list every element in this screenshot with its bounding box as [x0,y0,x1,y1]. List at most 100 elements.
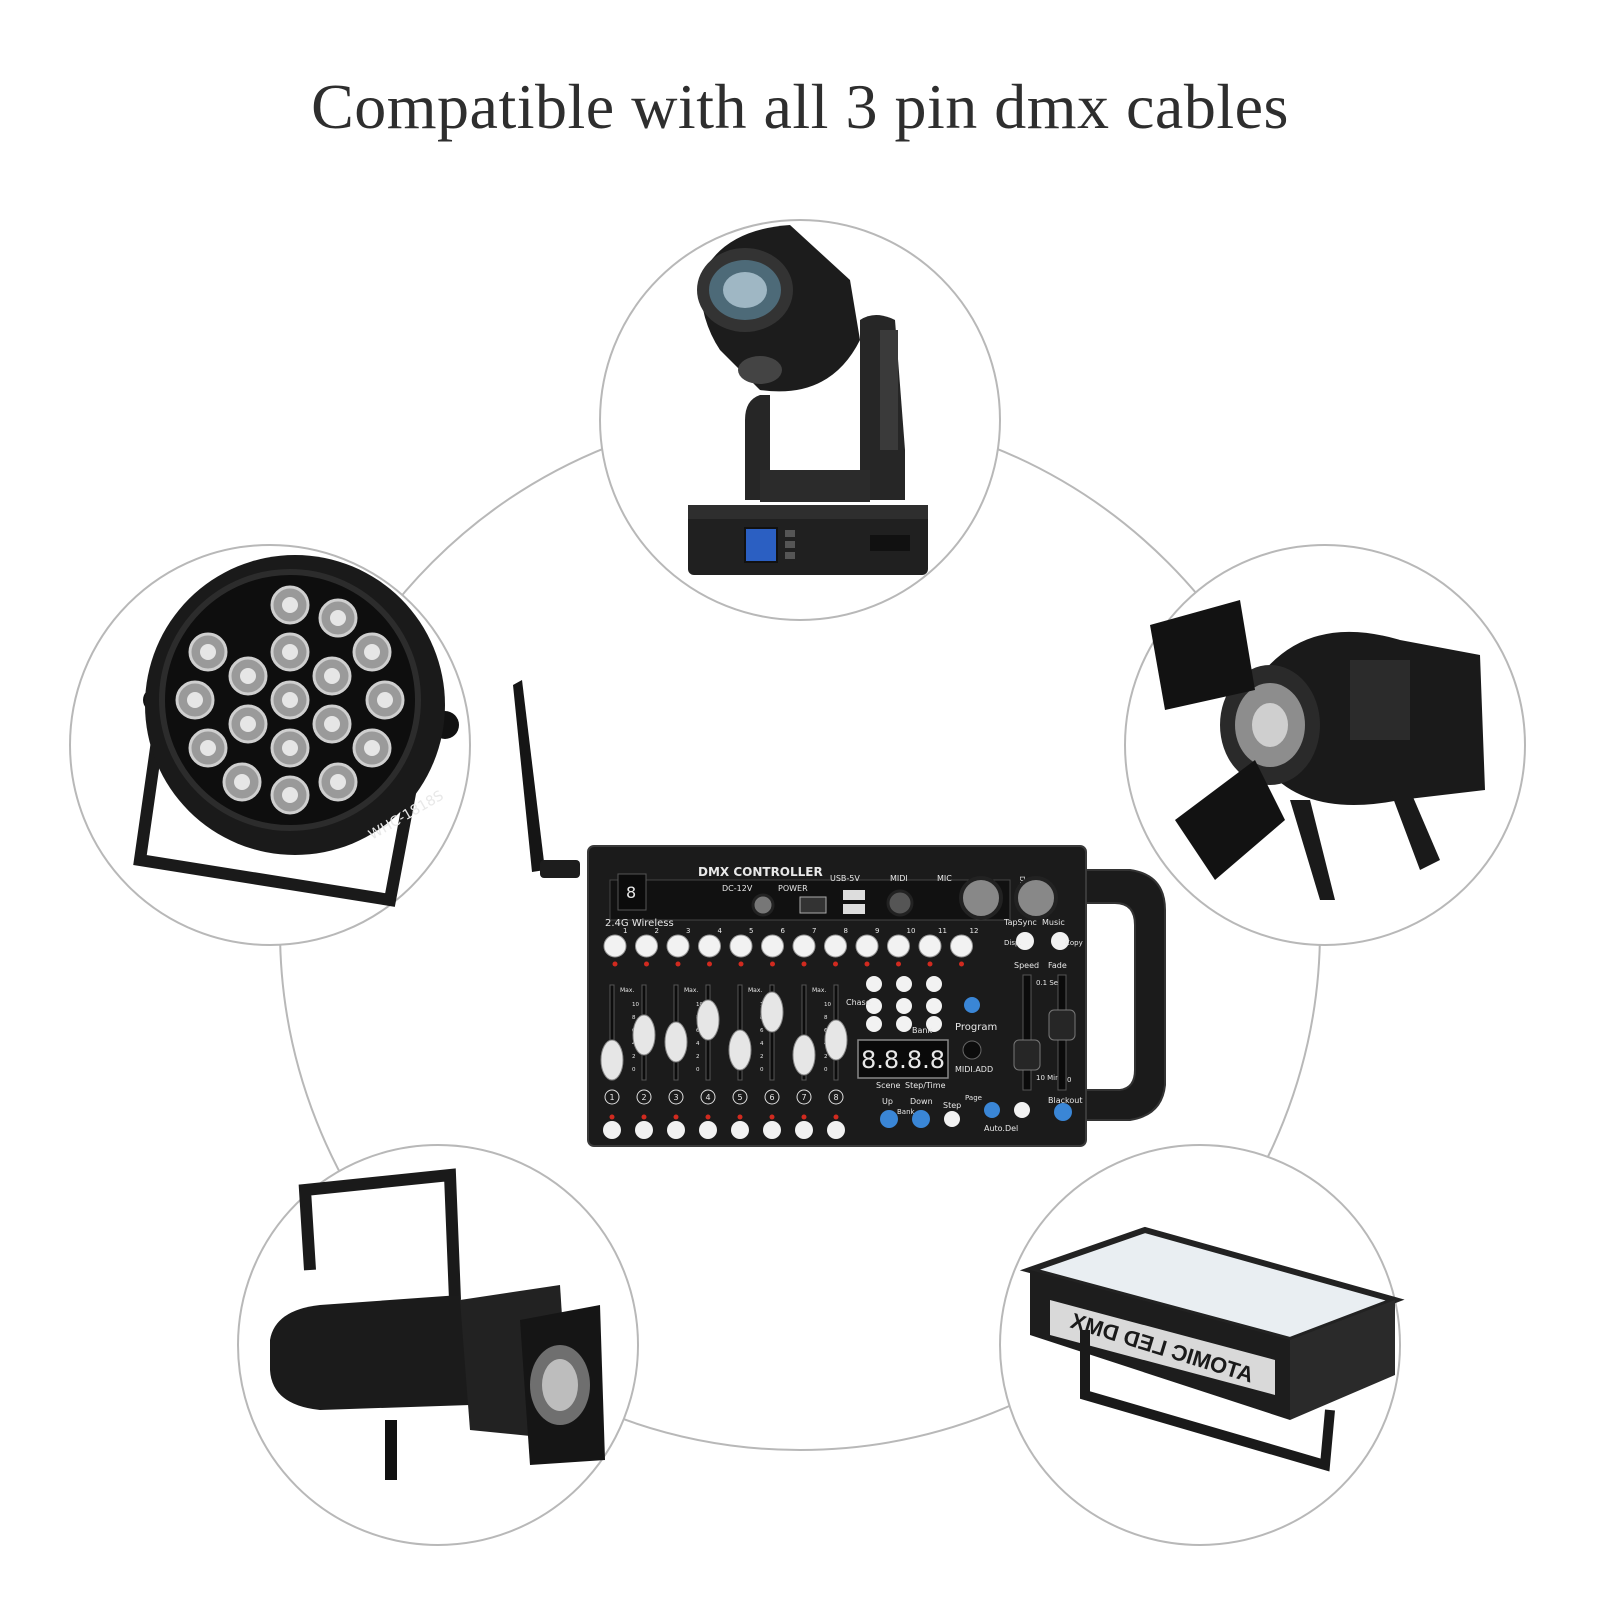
lcd-screen-icon [744,527,778,563]
scene-button[interactable] [866,1016,882,1032]
channel-button[interactable] [855,934,879,958]
bottom-led-icon [737,1114,743,1120]
bottom-number-ring [828,1089,844,1105]
par-led-lens-icon [377,692,393,708]
zero-label: 0 [1067,1076,1071,1084]
fader-cap[interactable] [696,999,720,1041]
channel-button[interactable] [792,934,816,958]
scene-button[interactable] [896,976,912,992]
fader-scale-label: 4 [760,1041,764,1047]
scene-button[interactable] [896,998,912,1014]
channel-led-icon [707,961,712,967]
power-switch[interactable] [799,896,827,914]
channel-button[interactable] [918,934,942,958]
program-button[interactable] [964,997,980,1013]
port-label-power: POWER [778,884,808,893]
scene-button[interactable] [926,998,942,1014]
flash-button[interactable] [667,1121,685,1139]
flash-button[interactable] [731,1121,749,1139]
fader-cap[interactable] [792,1034,816,1076]
channel-button[interactable] [887,934,910,958]
fader-scale-label: 2 [760,1054,764,1060]
fader-cap[interactable] [600,1039,624,1081]
xlr-port [1014,876,1058,920]
channel-led-icon [738,961,744,967]
up-button[interactable] [880,1110,898,1128]
min-label: 10 Min. [1036,1074,1062,1082]
channel-button[interactable] [729,934,753,958]
up-label: Up [882,1097,893,1106]
tapsync-button[interactable] [1016,932,1034,950]
fader-scale-label: 2 [632,1054,636,1060]
fader-cap[interactable] [664,1021,688,1063]
bottom-number: 6 [769,1093,774,1102]
blackout-button[interactable] [1054,1103,1072,1121]
fader-cap[interactable] [632,1014,656,1056]
fader-cap[interactable] [824,1019,848,1061]
channel-number: 4 [718,927,723,935]
scene-button[interactable] [896,1016,912,1032]
port-label-midi: MIDI [890,874,908,883]
down-button[interactable] [912,1110,930,1128]
channel-button[interactable] [635,934,658,958]
bottom-number-ring [732,1089,748,1105]
channel-number: 11 [938,927,947,935]
par-led-lens-icon [282,692,298,708]
midi-add-button[interactable] [962,1040,982,1060]
wireless-label: 2.4G Wireless [605,918,674,929]
fader-max-label: Max. [684,987,698,994]
channel-button[interactable] [603,934,627,958]
flash-button[interactable] [827,1121,845,1139]
flash-button[interactable] [795,1121,813,1139]
speed-slider[interactable] [1013,1039,1041,1071]
copy-label: Copy [1065,939,1083,947]
channel-led-icon [959,961,964,967]
flash-button[interactable] [699,1121,717,1139]
blackout-label: Blackout [1048,1096,1082,1105]
sec-label: 0.1 Sec. [1036,979,1064,987]
down-label: Down [910,1097,933,1106]
bottom-number: 2 [641,1093,646,1102]
segment-display-text: 8.8.8.8 [861,1046,945,1074]
barn-door-fixture [1124,544,1526,946]
auto-del-button[interactable] [1014,1102,1030,1118]
fader-bank: Max.1086420Max.1086420Max.1086420Max.108… [600,984,848,1081]
channel-button[interactable] [824,934,847,958]
step-button[interactable] [944,1111,960,1127]
channel-number: 2 [655,927,659,935]
flash-button[interactable] [635,1121,653,1139]
port-label-mic: MIC [937,874,952,883]
carry-handle [1084,869,1166,1121]
channel-button[interactable] [761,934,784,958]
scene-button[interactable] [926,976,942,992]
bottom-led-icon [641,1114,647,1120]
scene-button[interactable] [866,998,882,1014]
bottom-number: 4 [705,1093,710,1102]
channel-number: 12 [970,927,979,935]
channel-led-icon [896,961,901,967]
flash-button[interactable] [603,1121,621,1139]
led-par-fixture: WHC-1818S [69,544,471,946]
page-button[interactable] [984,1102,1000,1118]
scene-button[interactable] [926,1016,942,1032]
fader-cap[interactable] [760,991,784,1033]
channel-button[interactable] [698,934,721,958]
bottom-led-icon [833,1114,839,1120]
channel-button[interactable] [950,934,973,958]
par-led-lens-icon [324,668,340,684]
fader-max-label: Max. [748,987,762,994]
fade-slider[interactable] [1048,1009,1076,1041]
fader-cap[interactable] [728,1029,752,1071]
scene-button[interactable] [866,976,882,992]
dmx-controller: DMX CONTROLLER 8 2.4G Wireless DC-12V PO… [513,680,1166,1147]
music-button[interactable] [1051,932,1069,950]
par-led-lens-icon [282,644,298,660]
par-led-lens-icon [282,787,298,803]
bottom-number-ring [764,1089,780,1105]
par-led-lens-icon [330,610,346,626]
channel-button[interactable] [666,934,690,958]
bottom-number-ring [700,1089,716,1105]
bottom-number: 7 [801,1093,806,1102]
flash-button[interactable] [763,1121,781,1139]
